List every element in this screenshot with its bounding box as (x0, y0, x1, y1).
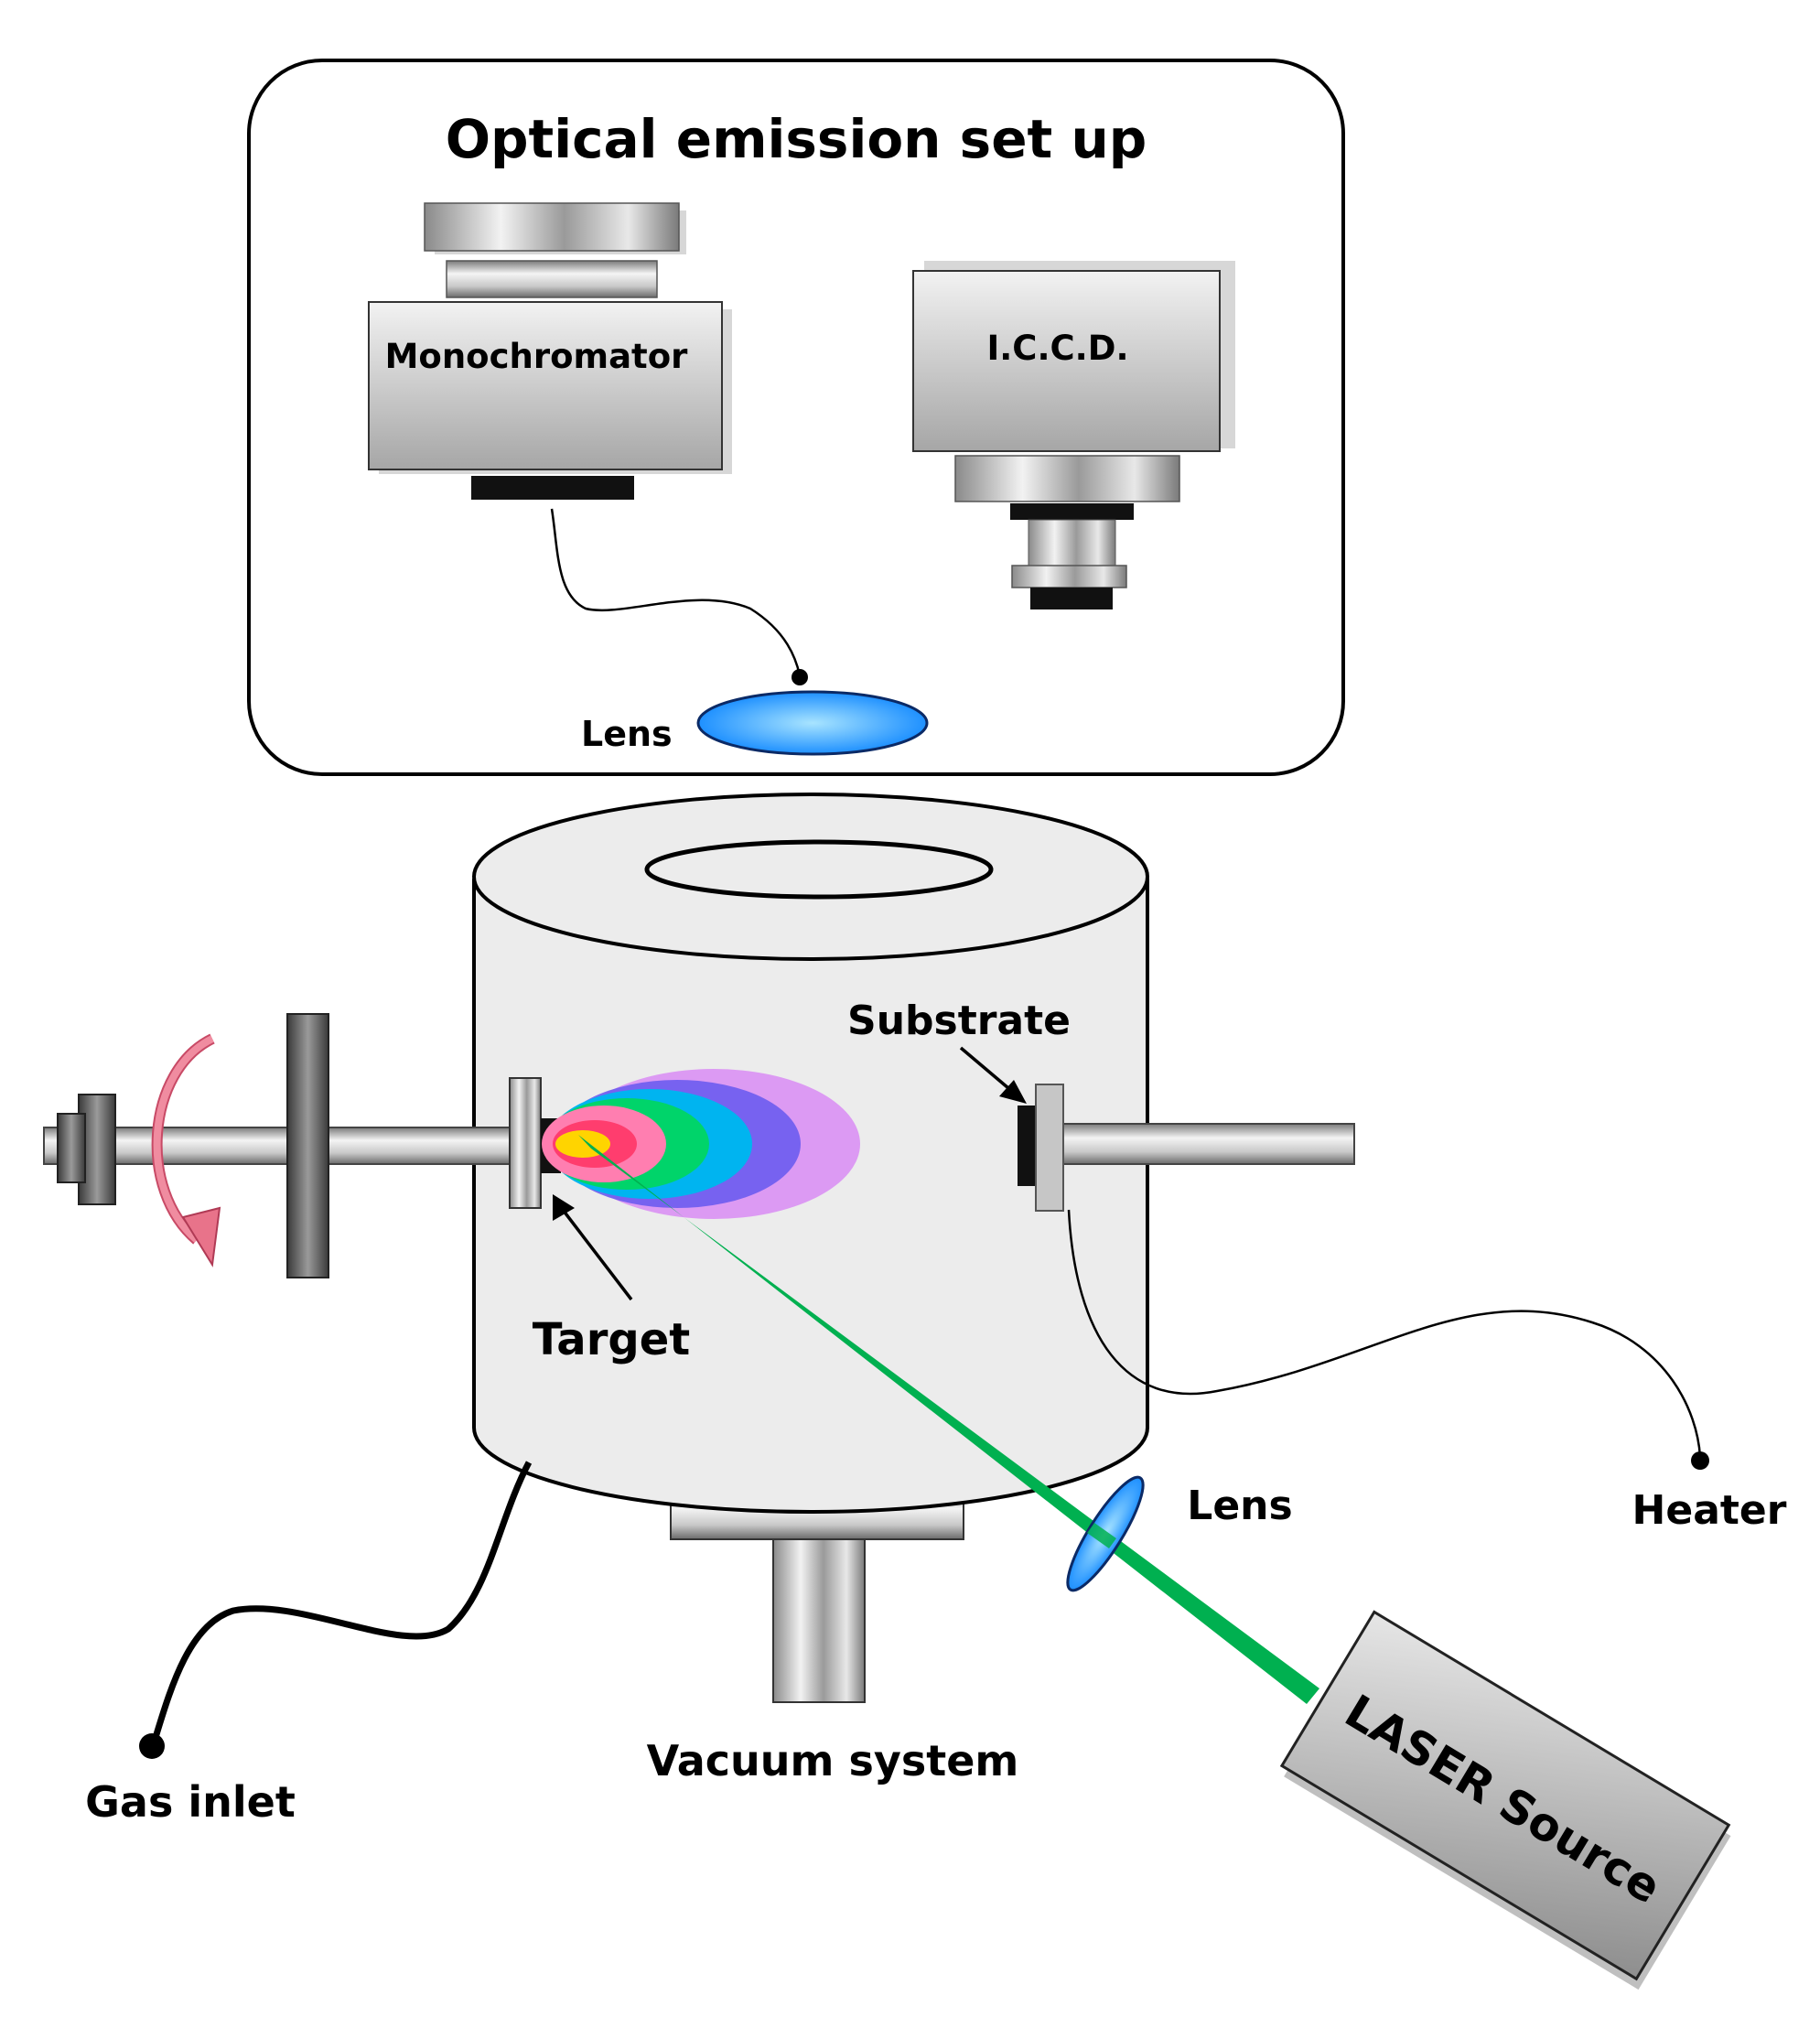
laser-path: Lens (578, 1135, 1319, 1704)
substrate-assembly: Substrate Heater (847, 998, 1787, 1534)
gas-inlet-dot (139, 1733, 165, 1759)
monochromator: Monochromator (368, 202, 732, 500)
heater-label: Heater (1632, 1487, 1787, 1534)
rod-flange (286, 1013, 329, 1278)
collection-lens (696, 690, 929, 756)
chamber-port (644, 839, 994, 900)
substrate-plate (1018, 1106, 1036, 1186)
setup-title: Optical emission set up (446, 108, 1147, 170)
curved-arrow-icon (151, 1033, 221, 1267)
gas-inlet-tube (150, 1461, 533, 1745)
gas-inlet-label: Gas inlet (85, 1777, 296, 1827)
fiber-end-dot (792, 669, 808, 685)
laser-source: LASER Source (1279, 1610, 1731, 1990)
target-annotation: Target (533, 1194, 690, 1365)
vacuum-system-label: Vacuum system (647, 1736, 1019, 1785)
target-holder (509, 1077, 542, 1209)
laser-beam (578, 1135, 1319, 1704)
target-rod-assembly (43, 1013, 561, 1278)
vacuum-chamber (472, 793, 1149, 1703)
monochromator-label: Monochromator (385, 337, 689, 376)
heater-dot (1691, 1451, 1709, 1470)
optical-fiber (550, 508, 802, 676)
iccd-label: I.C.C.D. (986, 329, 1128, 368)
substrate-holder (1035, 1084, 1064, 1212)
target-label: Target (533, 1314, 690, 1365)
iccd-camera: I.C.C.D. (912, 261, 1235, 609)
lens-bottom-label: Lens (1187, 1483, 1292, 1529)
vacuum-pipe (772, 1537, 866, 1703)
lens-top-label: Lens (581, 714, 673, 754)
substrate-label: Substrate (847, 998, 1071, 1044)
optical-emission-setup: Optical emission set up Monochromator I.… (247, 59, 1345, 776)
plasma-plume (542, 1069, 860, 1219)
gas-inlet: Gas inlet (85, 1461, 533, 1827)
heater-wire (1067, 1209, 1702, 1458)
